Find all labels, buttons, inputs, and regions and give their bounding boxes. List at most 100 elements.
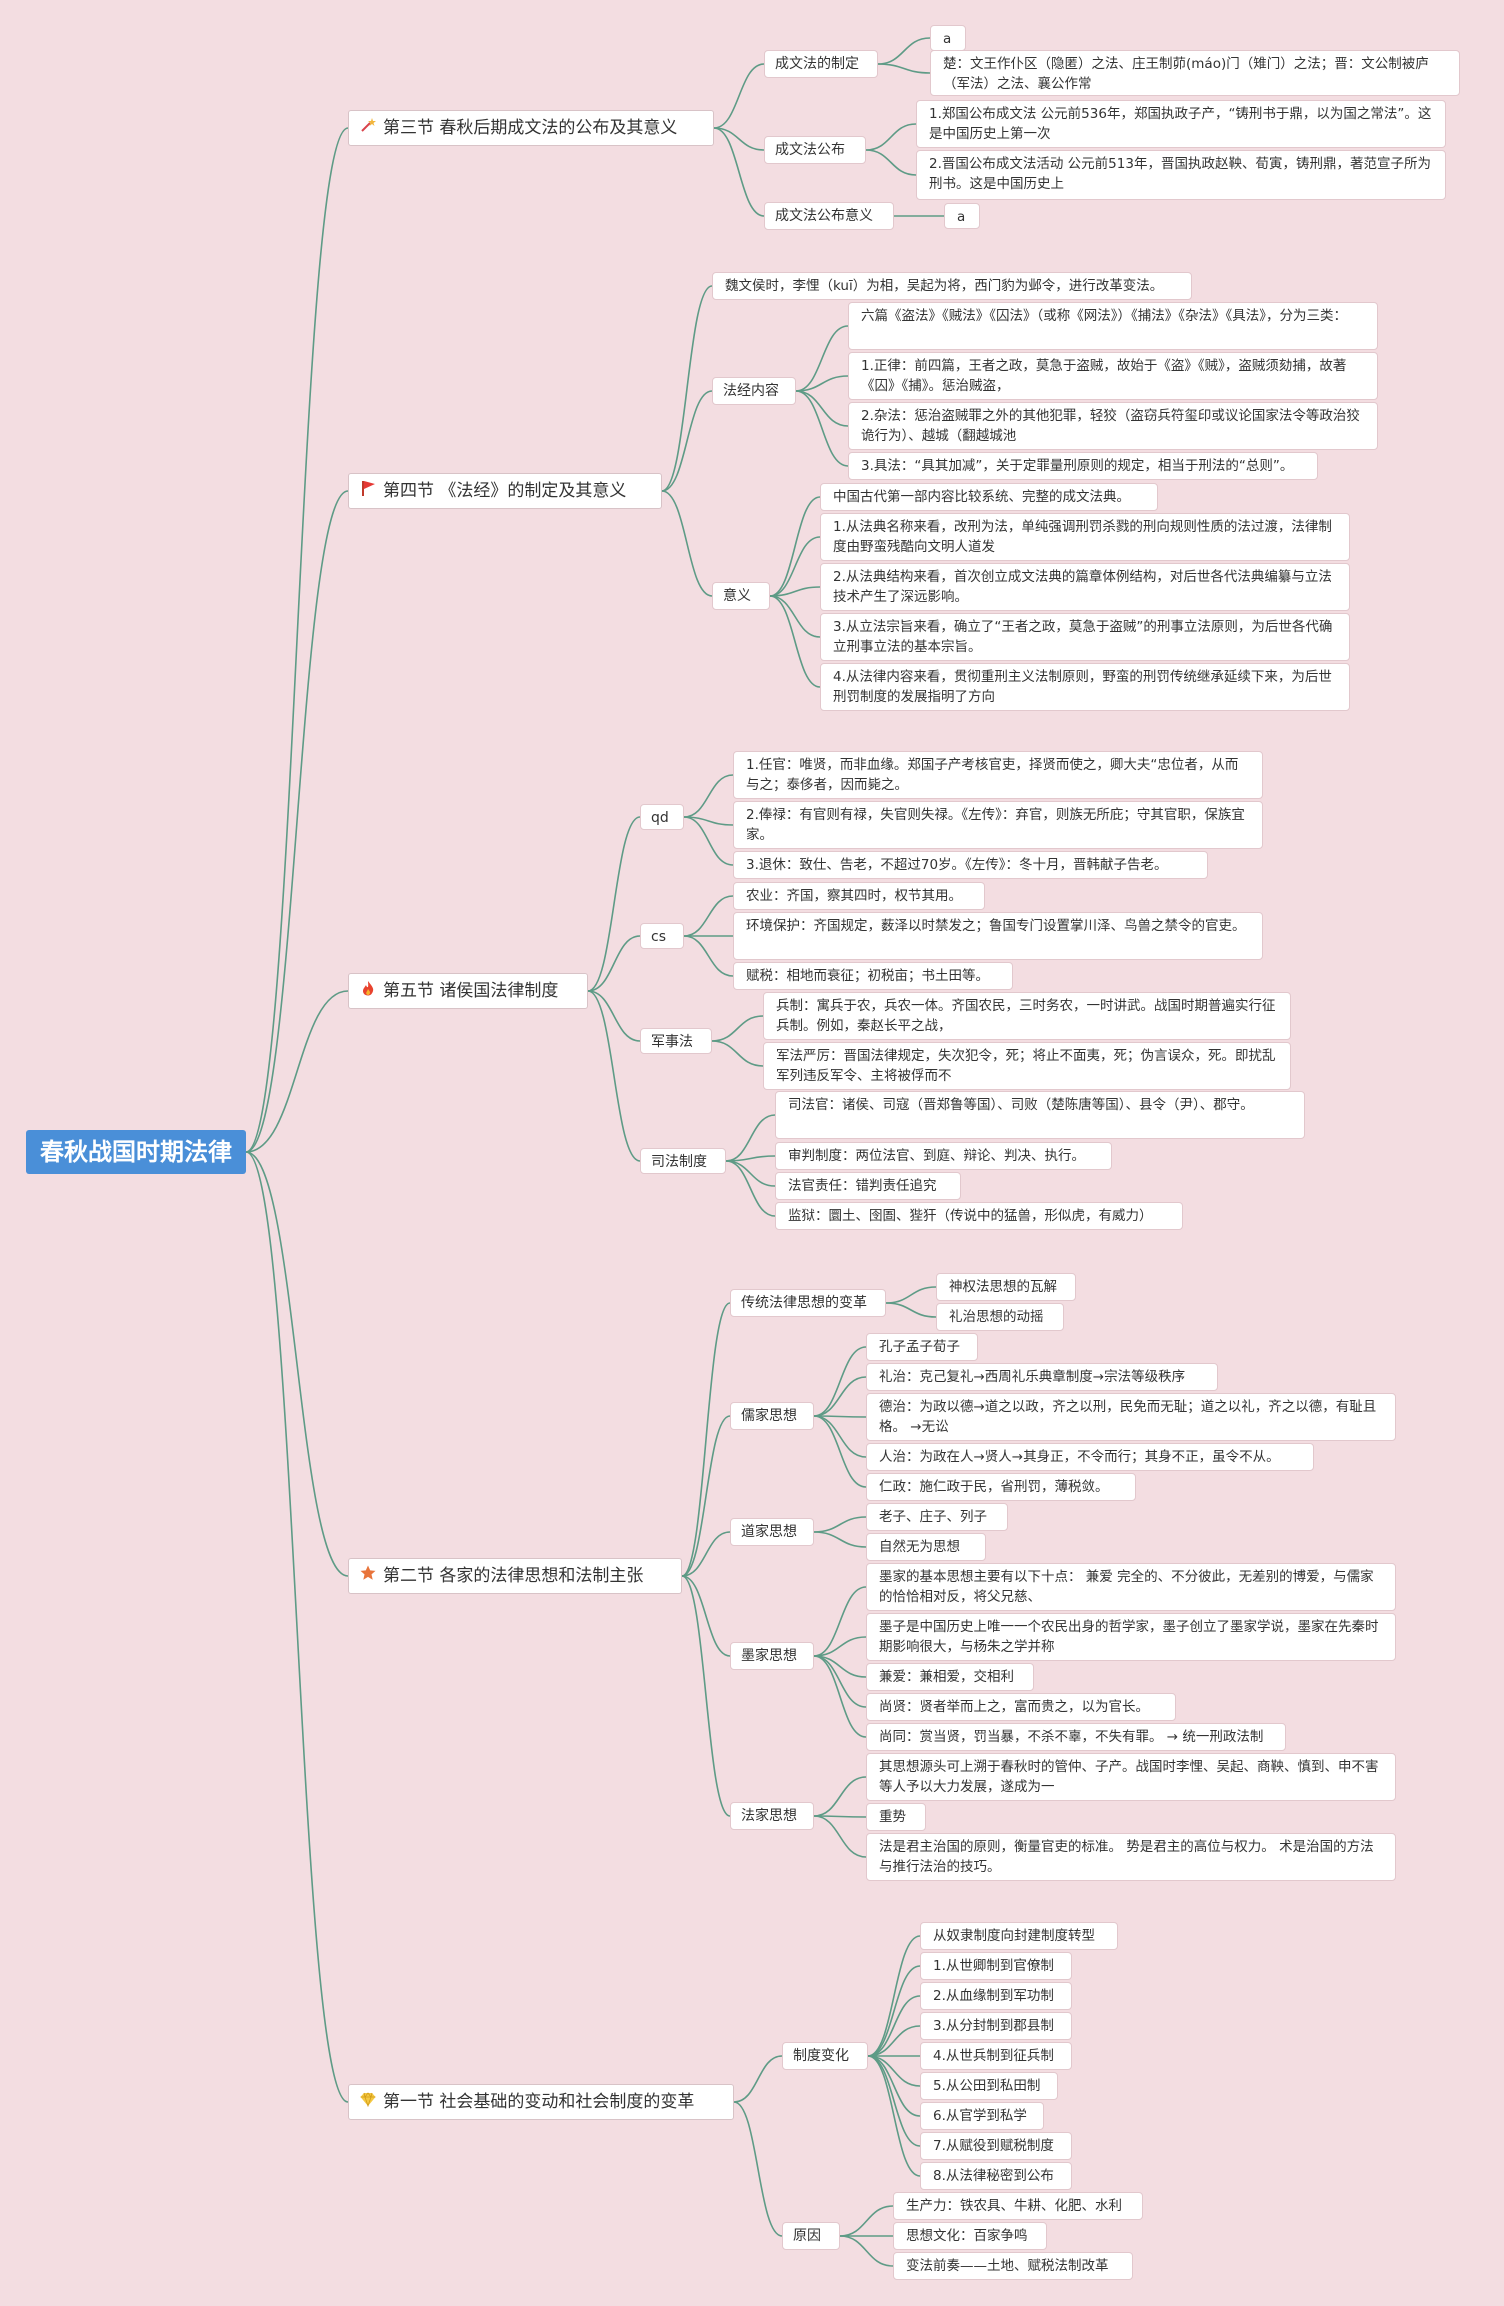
s1-b1-l8[interactable]: 7.从赋役到赋税制度	[920, 2132, 1072, 2160]
s2-b1-l2[interactable]: 礼治思想的动摇	[936, 1303, 1064, 1331]
section-3-title: 第三节 春秋后期成文法的公布及其意义	[383, 118, 678, 138]
link-s4-b1-s4-b1-l1	[795, 325, 849, 392]
s5-b2[interactable]: cs	[640, 923, 684, 949]
s3-b1[interactable]: 成文法的制定	[764, 50, 878, 78]
s2-b3[interactable]: 道家思想	[730, 1518, 814, 1546]
s1-b2-l2[interactable]: 思想文化：百家争鸣	[893, 2222, 1047, 2250]
link-root-topic-section-2	[245, 1151, 349, 1577]
s5-b4-l3[interactable]: 法官责任：错判责任追究	[775, 1172, 961, 1200]
s5-b1-l2[interactable]: 2.俸禄：有官则有禄，失官则失禄。《左传》：弃官，则族无所庇；守其官职，保族宜家…	[733, 801, 1263, 849]
s1-b1-l7[interactable]: 6.从官学到私学	[920, 2102, 1044, 2130]
s2-b2-l2[interactable]: 礼治：克己复礼→西周礼乐典章制度→宗法等级秩序	[866, 1363, 1218, 1391]
s3-b2-l2[interactable]: 2.晋国公布成文法活动 公元前513年，晋国执政赵鞅、荀寅，铸刑鼎，著范宣子所为…	[916, 150, 1446, 200]
s1-b1-l1[interactable]: 从奴隶制度向封建制度转型	[920, 1922, 1118, 1950]
s3-b1-l1[interactable]: a	[930, 25, 966, 51]
link-s5-b1-s5-b1-l1	[683, 774, 734, 818]
s2-b1-l1[interactable]: 神权法思想的瓦解	[936, 1273, 1076, 1301]
s2-b1[interactable]: 传统法律思想的变革	[730, 1289, 886, 1317]
s4-b1-l1[interactable]: 六篇《盗法》《贼法》《囚法》（或称《网法》）《捕法》《杂法》《具法》，分为三类：	[848, 302, 1378, 350]
s5-b1[interactable]: qd	[640, 804, 684, 830]
s4-b1[interactable]: 法经内容	[712, 377, 796, 405]
s2-b2-l3[interactable]: 德治：为政以德→道之以政，齐之以刑，民免而无耻；道之以礼，齐之以德，有耻且格。 …	[866, 1393, 1396, 1441]
diamond-icon	[359, 2085, 377, 2119]
s1-b1-l5[interactable]: 4.从世兵制到征兵制	[920, 2042, 1072, 2070]
s2-b4-l1[interactable]: 墨家的基本思想主要有以下十点： 兼爱 完全的、不分彼此，无差别的博爱，与儒家的恰…	[866, 1563, 1396, 1611]
section-2[interactable]: 第二节 各家的法律思想和法制主张	[348, 1558, 682, 1594]
s1-b1-l6[interactable]: 5.从公田到私田制	[920, 2072, 1058, 2100]
link-s4-b2-s4-b2-l4	[769, 595, 821, 638]
section-5[interactable]: 第五节 诸侯国法律制度	[348, 973, 588, 1009]
s1-b2-l3[interactable]: 变法前奏——土地、赋税法制改革	[893, 2252, 1133, 2280]
s2-b5-l1[interactable]: 其思想源头可上溯于春秋时的管仲、子产。战国时李悝、吴起、商鞅、慎到、申不害等人予…	[866, 1753, 1396, 1801]
s2-b4-l4[interactable]: 尚贤：贤者举而上之，富而贵之，以为官长。	[866, 1693, 1176, 1721]
s4-b1-l4[interactable]: 3.具法：“具其加减”，关于定罪量刑原则的规定，相当于刑法的“总则”。	[848, 452, 1318, 480]
s2-b3-l1[interactable]: 老子、庄子、列子	[866, 1503, 1008, 1531]
s2-b5-l2[interactable]: 重势	[866, 1803, 926, 1831]
s1-b1-l2[interactable]: 1.从世卿制到官僚制	[920, 1952, 1072, 1980]
link-s4-b1-s4-b1-l3	[795, 390, 849, 427]
magic-wand-icon	[359, 111, 377, 145]
s5-b2-l3[interactable]: 赋税：相地而衰征；初税亩；书土田等。	[733, 962, 1013, 990]
s5-b3[interactable]: 军事法	[640, 1028, 712, 1054]
root-topic[interactable]: 春秋战国时期法律	[26, 1130, 246, 1174]
s2-b2[interactable]: 儒家思想	[730, 1402, 814, 1430]
link-section-2-s2-b1	[681, 1302, 731, 1577]
s3-b1-l2[interactable]: 楚：文王作仆区（隐匿）之法、庄王制茆(máo)门（雉门）之法；晋：文公制被庐（军…	[930, 50, 1460, 96]
link-s2-b3-s2-b3-l1	[813, 1516, 867, 1533]
link-s2-b1-s2-b1-l2	[885, 1302, 937, 1318]
s5-b2-l1[interactable]: 农业：齐国，察其四时，权节其用。	[733, 882, 985, 910]
s4-b2[interactable]: 意义	[712, 582, 770, 610]
s4-b2-l3[interactable]: 2.从法典结构来看，首次创立成文法典的篇章体例结构，对后世各代法典编纂与立法技术…	[820, 563, 1350, 611]
link-s4-b2-s4-b2-l1	[769, 496, 821, 597]
s1-b1-l4[interactable]: 3.从分封制到郡县制	[920, 2012, 1072, 2040]
s3-b2[interactable]: 成文法公布	[764, 136, 866, 164]
link-section-4-s4-b2	[661, 490, 713, 597]
s2-b3-l2[interactable]: 自然无为思想	[866, 1533, 986, 1561]
section-4[interactable]: 第四节 《法经》的制定及其意义	[348, 473, 662, 509]
s5-b4[interactable]: 司法制度	[640, 1148, 726, 1174]
link-s4-b2-s4-b2-l5	[769, 595, 821, 688]
s2-b4-l2[interactable]: 墨子是中国历史上唯一一个农民出身的哲学家，墨子创立了墨家学说，墨家在先秦时期影响…	[866, 1613, 1396, 1661]
s4-b2-l1[interactable]: 中国古代第一部内容比较系统、完整的成文法典。	[820, 483, 1158, 511]
s2-b4-l5[interactable]: 尚同：赏当贤，罚当暴，不杀不辜，不失有罪。 → 统一刑政法制	[866, 1723, 1286, 1751]
s4-b2-l2[interactable]: 1.从法典名称来看，改刑为法，单纯强调刑罚杀戮的刑向规则性质的法过渡，法律制度由…	[820, 513, 1350, 561]
s3-b3[interactable]: 成文法公布意义	[764, 202, 894, 230]
link-section-3-s3-b1	[713, 63, 765, 129]
s4-b2-l5[interactable]: 4.从法律内容来看，贯彻重刑主义法制原则，野蛮的刑罚传统继承延续下来，为后世刑罚…	[820, 663, 1350, 711]
link-root-topic-section-3	[245, 127, 349, 1153]
s2-b5[interactable]: 法家思想	[730, 1802, 814, 1830]
link-s2-b2-s2-b2-l1	[813, 1346, 867, 1417]
s3-b3-l1[interactable]: a	[944, 203, 980, 229]
s2-b4-l3[interactable]: 兼爱：兼相爱，交相利	[866, 1663, 1034, 1691]
s4-b2-l4[interactable]: 3.从立法宗旨来看，确立了“王者之政，莫急于盗贼”的刑事立法原则，为后世各代确立…	[820, 613, 1350, 661]
s1-b1-l9[interactable]: 8.从法律秘密到公布	[920, 2162, 1072, 2190]
s5-b4-l2[interactable]: 审判制度：两位法官、到庭、辩论、判决、执行。	[775, 1142, 1112, 1170]
s5-b1-l1[interactable]: 1.任官：唯贤，而非血缘。郑国子产考核官吏，择贤而使之，卿大夫“忠位者，从而与之…	[733, 751, 1263, 799]
link-root-topic-section-1	[245, 1151, 349, 2103]
s1-b2[interactable]: 原因	[782, 2222, 840, 2250]
link-s1-b1-s1-b1-l8	[867, 2055, 921, 2147]
s2-b2-l5[interactable]: 仁政：施仁政于民，省刑罚，薄税敛。	[866, 1473, 1136, 1501]
s2-b2-l4[interactable]: 人治：为政在人→贤人→其身正，不令而行；其身不正，虽令不从。	[866, 1443, 1314, 1471]
s2-b4[interactable]: 墨家思想	[730, 1642, 814, 1670]
link-section-2-s2-b5	[681, 1575, 731, 1817]
s4-l0[interactable]: 魏文侯时，李悝（kuī）为相，吴起为将，西门豹为邺令，进行改革变法。	[712, 272, 1192, 300]
s5-b4-l4[interactable]: 监狱：圜土、囹圄、狴犴（传说中的猛兽，形似虎，有威力）	[775, 1202, 1183, 1230]
s1-b1[interactable]: 制度变化	[782, 2042, 868, 2070]
s5-b3-l1[interactable]: 兵制：寓兵于农，兵农一体。齐国农民，三时务农，一时讲武。战国时期普遍实行征兵制。…	[763, 992, 1291, 1040]
s1-b1-l3[interactable]: 2.从血缘制到军功制	[920, 1982, 1072, 2010]
s5-b4-l1[interactable]: 司法官：诸侯、司寇（晋郑鲁等国）、司败（楚陈唐等国）、县令（尹）、郡守。	[775, 1091, 1305, 1139]
s5-b2-l2[interactable]: 环境保护：齐国规定，薮泽以时禁发之；鲁国专门设置掌川泽、鸟兽之禁令的官吏。	[733, 912, 1263, 960]
link-s4-b2-s4-b2-l3	[769, 586, 821, 597]
s1-b2-l1[interactable]: 生产力：铁农具、牛耕、化肥、水利	[893, 2192, 1143, 2220]
s5-b3-l2[interactable]: 军法严厉：晋国法律规定，失次犯令，死；将止不面夷，死；伪言误众，死。即扰乱军列违…	[763, 1042, 1291, 1090]
s3-b2-l1[interactable]: 1.郑国公布成文法 公元前536年，郑国执政子产，“铸刑书于鼎，以为国之常法”。…	[916, 100, 1446, 148]
s5-b1-l3[interactable]: 3.退休：致仕、告老，不超过70岁。《左传》：冬十月，晋韩献子告老。	[733, 851, 1208, 879]
link-s5-b2-s5-b2-l3	[683, 935, 734, 977]
s2-b5-l3[interactable]: 法是君主治国的原则，衡量官吏的标准。 势是君主的高位与权力。 术是治国的方法与推…	[866, 1833, 1396, 1881]
section-3[interactable]: 第三节 春秋后期成文法的公布及其意义	[348, 110, 714, 146]
s4-b1-l3[interactable]: 2.杂法：惩治盗贼罪之外的其他犯罪，轻狡（盗窃兵符玺印或议论国家法令等政治狡诡行…	[848, 402, 1378, 450]
s4-b1-l2[interactable]: 1.正律：前四篇，王者之政，莫急于盗贼，故始于《盗》《贼》，盗贼须劾捕，故著《囚…	[848, 352, 1378, 400]
s2-b2-l1[interactable]: 孔子孟子荀子	[866, 1333, 978, 1361]
section-1[interactable]: 第一节 社会基础的变动和社会制度的变革	[348, 2084, 734, 2120]
